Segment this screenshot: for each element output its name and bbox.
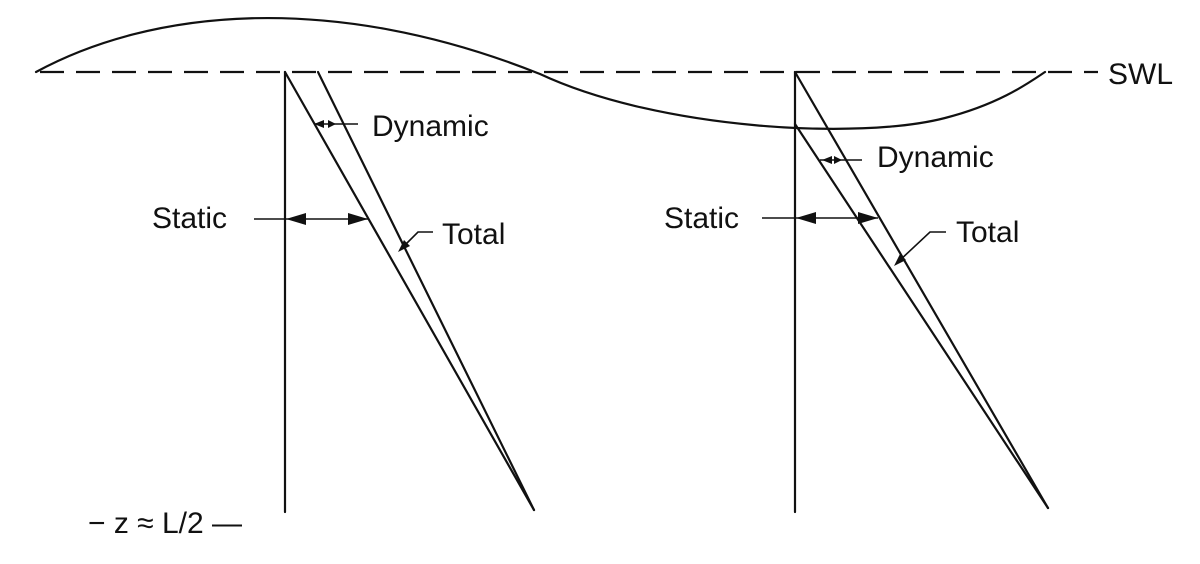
crest-total-leader-head [398, 240, 410, 252]
crest-total-label: Total [442, 218, 505, 251]
crest-total-pressure-line [316, 70, 536, 512]
swl-label: SWL [1108, 58, 1173, 91]
crest-total-leader [401, 231, 433, 249]
trough-total-label: Total [956, 216, 1019, 249]
trough-total-leader [897, 231, 946, 263]
crest-dynamic-arrowhead-right [328, 120, 336, 128]
trough-dynamic-arrowhead-right [834, 156, 842, 164]
trough-total-pressure-line [793, 70, 1050, 510]
wave-profile-curve [34, 16, 1047, 130]
trough-static-arrowhead-right [858, 212, 878, 224]
trough-static-arrowhead-left [796, 212, 816, 224]
crest-static-arrowhead-left [286, 213, 306, 225]
trough-dynamic-arrowhead-left [822, 156, 832, 164]
trough-pressure-diagram [762, 70, 1050, 514]
trough-dynamic-label: Dynamic [877, 141, 994, 174]
crest-dynamic-arrowhead-left [314, 120, 324, 128]
crest-static-label: Static [152, 202, 227, 235]
crest-dynamic-label: Dynamic [372, 110, 489, 143]
trough-static-pressure-line [793, 122, 1050, 510]
trough-total-leader-head [894, 254, 906, 266]
crest-static-pressure-line [283, 70, 536, 512]
crest-pressure-diagram [254, 70, 536, 514]
crest-static-arrowhead-right [348, 213, 368, 225]
depth-label: − z ≈ L/2 — [88, 507, 242, 540]
trough-static-label: Static [664, 202, 739, 235]
